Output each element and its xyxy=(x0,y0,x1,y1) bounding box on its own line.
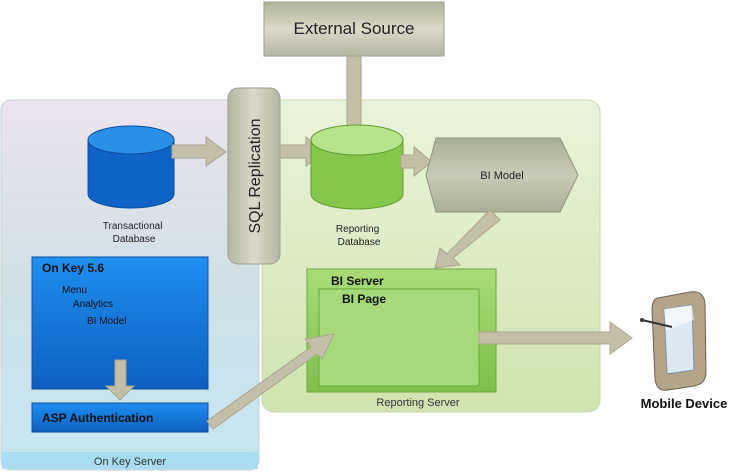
bi-page-box xyxy=(318,288,480,387)
mobile-device-label: Mobile Device xyxy=(641,396,728,411)
on-key-server-label: On Key Server xyxy=(94,456,166,468)
arrow-asp-to-bi-page xyxy=(206,333,335,430)
reporting-database-label: Reporting Database xyxy=(336,224,382,248)
arrow-bi-page-to-mobile xyxy=(478,321,633,355)
reporting-database-line-1: Reporting xyxy=(336,224,379,235)
bi-model-hexagon xyxy=(425,137,579,213)
reporting-database-line-2: Database xyxy=(338,237,381,248)
transactional-database-cylinder xyxy=(87,125,175,209)
reporting-database-cylinder xyxy=(310,124,404,210)
asp-authentication-box xyxy=(31,402,209,433)
sql-replication-box xyxy=(227,87,281,265)
on-key-server-label-band xyxy=(2,452,258,469)
external-source-box xyxy=(263,1,445,57)
arrow-on-key-to-asp xyxy=(104,359,136,401)
arrow-transactional-to-sql xyxy=(171,136,227,167)
bi-server-label: BI Server xyxy=(331,274,384,288)
bi-model-label: BI Model xyxy=(480,170,523,182)
arrow-reporting-db-to-bi-model xyxy=(400,145,433,178)
transactional-database-label: Transactional Database xyxy=(103,221,165,245)
sql-replication-label: SQL Replication xyxy=(247,118,264,233)
asp-authentication-label: ASP Authentication xyxy=(42,411,153,425)
on-key-menu-item: Menu xyxy=(62,285,87,296)
external-source-label: External Source xyxy=(294,19,415,38)
on-key-analytics-item: Analytics xyxy=(73,299,113,310)
arrow-bi-model-to-bi-server xyxy=(434,209,501,269)
on-key-bi-model-item: BI Model xyxy=(87,316,126,327)
bi-page-label: BI Page xyxy=(342,292,386,306)
on-key-title: On Key 5.6 xyxy=(42,261,104,275)
reporting-server-label: Reporting Server xyxy=(376,397,459,409)
transactional-database-line-1: Transactional xyxy=(103,221,163,232)
transactional-database-line-2: Database xyxy=(113,234,156,245)
mobile-device-icon xyxy=(640,291,707,391)
